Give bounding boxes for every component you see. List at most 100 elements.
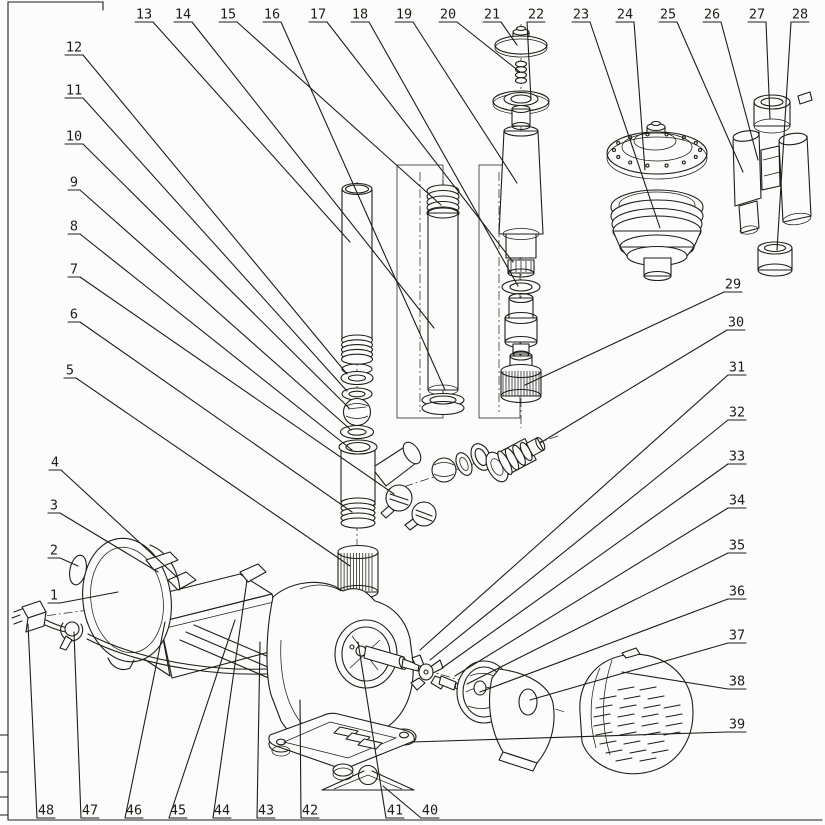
part-number-label: 30 [728, 315, 744, 331]
callout-leader-line [212, 579, 248, 819]
part-callout-19: 19 [394, 7, 518, 184]
part-callout-25: 25 [658, 7, 744, 173]
part-number-label: 20 [440, 7, 456, 23]
part-number-label: 47 [82, 803, 98, 819]
callout-leader-line [441, 463, 729, 669]
callout-leader-line [466, 552, 729, 685]
knurled-collar [337, 544, 379, 600]
part-callout-40: 40 [382, 785, 440, 819]
fountain-head-cap [494, 25, 548, 58]
part-number-label: 41 [387, 803, 403, 819]
part-callout-29: 29 [524, 277, 743, 386]
thumb-screws [380, 484, 437, 531]
callout-leader-line [59, 591, 119, 604]
part-callout-44: 44 [212, 579, 248, 819]
washer-stack [340, 370, 374, 401]
part-number-label: 24 [617, 7, 633, 23]
base-plate [268, 712, 417, 781]
part-number-label: 15 [220, 7, 236, 23]
callout-leader-line [454, 507, 729, 677]
callout-leader-line [529, 642, 729, 701]
nozzle-flare-ring [492, 90, 550, 131]
part-callout-16: 16 [262, 7, 446, 391]
part-callout-15: 15 [218, 7, 442, 206]
part-callout-2: 2 [47, 543, 79, 567]
part-number-label: 36 [729, 584, 745, 600]
callout-leader-line [676, 21, 744, 173]
part-callout-43: 43 [256, 641, 276, 819]
part-number-label: 32 [729, 405, 745, 421]
part-number-label: 42 [302, 803, 318, 819]
callout-leader-line [152, 21, 351, 243]
riser-tube-left-threads [340, 334, 374, 375]
part-callout-33: 33 [441, 449, 747, 669]
part-callout-23: 23 [571, 7, 661, 229]
callout-leader-line [79, 233, 353, 451]
part-number-label: 19 [396, 7, 412, 23]
part-number-label: 37 [729, 628, 745, 644]
part-number-label: 26 [704, 7, 720, 23]
part-callout-20: 20 [438, 7, 521, 73]
callout-leader-line [412, 21, 518, 184]
part-number-label: 34 [729, 493, 745, 509]
callout-leader-line [500, 21, 518, 46]
callout-leader-line [479, 598, 729, 693]
riser-tube-left [341, 182, 373, 340]
part-number-label: 2 [50, 543, 58, 559]
knurled-collar-ribs [340, 553, 373, 591]
part-number-label: 48 [38, 803, 54, 819]
part-number-label: 23 [573, 7, 589, 23]
callout-leader-line [191, 21, 435, 329]
part-callout-1: 1 [47, 588, 119, 604]
part-number-label: 10 [66, 129, 82, 145]
callout-leader-line [59, 512, 159, 573]
callout-leader-line [368, 21, 519, 287]
callout-leader-line [526, 21, 532, 101]
part-callout-5: 5 [63, 363, 351, 567]
part-callout-45: 45 [168, 619, 236, 819]
part-number-label: 43 [258, 803, 274, 819]
part-callout-8: 8 [67, 219, 353, 451]
part-number-label: 29 [725, 277, 741, 293]
callout-leader-line [60, 469, 179, 579]
callout-leader-line [456, 21, 521, 73]
part-number-label: 28 [792, 7, 808, 23]
part-callout-47: 47 [73, 631, 100, 819]
nozzle-spring [514, 60, 528, 84]
callout-leader-line [27, 623, 38, 819]
part-callout-21: 21 [482, 7, 518, 46]
callout-leader-line [168, 619, 236, 819]
part-number-label: 44 [214, 803, 230, 819]
callout-leader-line [79, 276, 395, 495]
callout-leader-line [280, 21, 446, 391]
part-number-label: 25 [660, 7, 676, 23]
part-number-label: 13 [136, 7, 152, 23]
part-callout-12: 12 [64, 40, 348, 375]
part-number-label: 21 [484, 7, 500, 23]
callout-leader-line [73, 631, 82, 819]
part-callout-7: 7 [67, 262, 395, 495]
part-callout-18: 18 [350, 7, 519, 287]
callout-leader-line [382, 785, 422, 819]
part-callout-11: 11 [64, 83, 348, 392]
part-callout-3: 3 [47, 498, 159, 573]
part-callout-32: 32 [429, 405, 747, 661]
callout-leader-line [589, 21, 661, 229]
callout-leader-line [419, 374, 729, 651]
divider-ring [757, 241, 793, 277]
callout-leader-line [75, 377, 351, 567]
callout-leader-line [621, 671, 729, 690]
nozzle-couplers [504, 292, 538, 369]
part-number-label: 9 [70, 175, 78, 191]
part-callout-22: 22 [526, 7, 546, 101]
cone-ribbed-joint [510, 261, 532, 272]
part-number-label: 11 [66, 83, 82, 99]
part-number-label: 4 [51, 455, 59, 471]
callout-leader-line [82, 97, 348, 392]
part-callout-48: 48 [27, 623, 56, 819]
callout-leader-line [82, 143, 350, 409]
part-number-label: 5 [66, 363, 74, 379]
